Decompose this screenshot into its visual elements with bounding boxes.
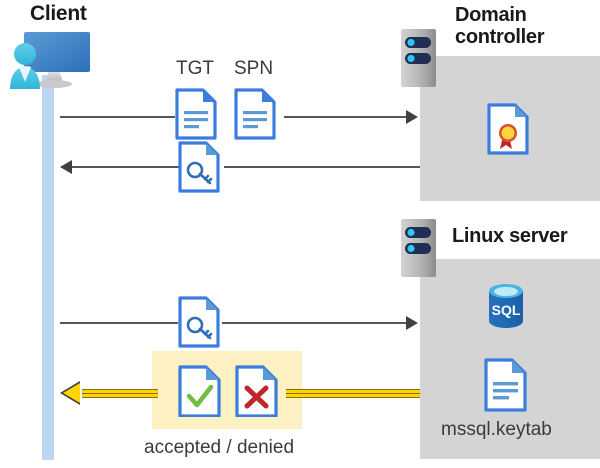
flow-2-line-left <box>72 166 180 168</box>
flow-4-line-left <box>82 389 158 398</box>
flow-4-line-right <box>286 389 420 398</box>
domain-controller-server-icon <box>401 29 436 87</box>
flow-2-line-right <box>224 166 420 168</box>
page-title-client: Client <box>30 2 87 25</box>
dc-title-line-1: Domain <box>455 4 527 26</box>
accepted-denied-highlight-box <box>152 351 302 429</box>
linux-server-icon <box>401 219 436 277</box>
label-keytab: mssql.keytab <box>441 419 552 440</box>
flow-1-line-right <box>284 116 409 118</box>
label-spn: SPN <box>234 58 274 79</box>
label-accepted-denied: accepted / denied <box>144 437 295 458</box>
svg-text:SQL: SQL <box>492 302 521 318</box>
service-ticket-document-icon-1 <box>178 141 220 193</box>
service-ticket-document-icon-2 <box>178 296 220 348</box>
dc-title-line-2: controller <box>455 26 545 49</box>
page-title-linux-server: Linux server <box>452 225 568 247</box>
certificate-document-icon <box>487 103 529 155</box>
flow-1-line-left <box>60 116 175 118</box>
flow-3-arrowhead <box>406 316 418 330</box>
sql-database-icon: SQL <box>480 281 532 333</box>
keytab-document-icon <box>484 358 528 412</box>
accepted-document-icon <box>178 365 222 417</box>
flow-4-arrowhead <box>63 383 80 403</box>
client-workstation-icon <box>2 26 102 96</box>
flow-3-line-right <box>222 322 409 324</box>
page-title-domain-controller: Domain controller <box>455 4 595 49</box>
flow-1-arrowhead <box>406 110 418 124</box>
flow-2-arrowhead <box>60 160 72 174</box>
spn-document-icon <box>234 88 276 140</box>
flow-3-line-left <box>60 322 178 324</box>
client-lifeline <box>42 75 54 460</box>
tgt-document-icon <box>175 88 217 140</box>
denied-document-icon <box>235 365 279 417</box>
label-tgt: TGT <box>176 58 214 79</box>
